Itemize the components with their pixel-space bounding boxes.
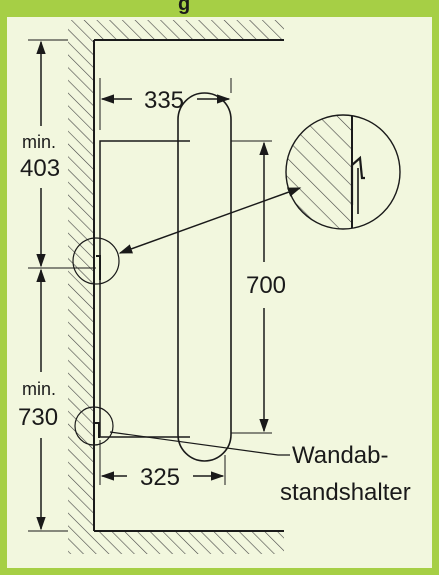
detail-connector-arrow	[118, 187, 302, 254]
lower-bracket-circle	[74, 406, 114, 446]
zoom-bracket-hook	[350, 155, 365, 205]
upper-bracket-circle	[72, 237, 120, 285]
title-strip	[0, 0, 439, 12]
radiator-back-frame	[99, 140, 190, 437]
title-fragment: g	[178, 0, 190, 15]
wall-hatch	[68, 40, 94, 531]
dim-403-min-label: min.	[22, 132, 56, 152]
dim-730-label: 730	[18, 404, 58, 431]
floor-hatch	[68, 531, 284, 554]
callout-line-1: Wandab-	[292, 442, 389, 469]
dim-730-min-label: min.	[22, 379, 56, 399]
dim-325-label: 325	[140, 464, 180, 491]
callout-leader-line	[109, 431, 290, 456]
radiator-body	[177, 92, 232, 462]
ceiling-hatch	[68, 20, 284, 40]
callout-line-2: standshalter	[280, 479, 411, 506]
upper-bracket-mark	[96, 255, 101, 280]
zoom-circle	[285, 114, 401, 230]
dim-335-label: 335	[144, 87, 184, 114]
dim-700-label: 700	[246, 272, 286, 299]
dim-403-label: 403	[20, 155, 60, 182]
lower-bracket-mark	[94, 422, 100, 438]
